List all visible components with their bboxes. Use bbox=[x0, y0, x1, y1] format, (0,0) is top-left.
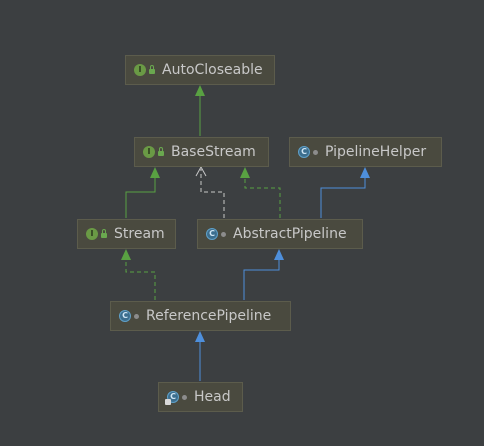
arrowhead-basestream-dependency bbox=[195, 165, 207, 177]
arrowhead-basestream-from-stream bbox=[150, 167, 160, 178]
class-icon: C bbox=[165, 391, 179, 405]
node-autocloseable[interactable]: I AutoCloseable bbox=[125, 55, 275, 85]
lock-icon bbox=[149, 65, 155, 74]
node-basestream[interactable]: I BaseStream bbox=[134, 137, 269, 167]
node-abstractpipeline[interactable]: C AbstractPipeline bbox=[197, 219, 363, 249]
edge-abstractpipeline-implements-basestream bbox=[244, 176, 281, 218]
node-label: AbstractPipeline bbox=[233, 226, 347, 242]
node-pipelinehelper[interactable]: C PipelineHelper bbox=[289, 137, 442, 167]
interface-icon: I bbox=[134, 64, 146, 76]
node-label: Head bbox=[194, 389, 231, 405]
arrowhead-abstractpipeline bbox=[274, 249, 284, 260]
node-label: BaseStream bbox=[171, 144, 256, 160]
arrowhead-referencepipeline bbox=[195, 331, 205, 342]
node-label: PipelineHelper bbox=[325, 144, 427, 160]
node-head[interactable]: C Head bbox=[158, 382, 243, 412]
arrowhead-autocloseable bbox=[195, 85, 205, 96]
lock-icon bbox=[101, 229, 107, 238]
dot-icon bbox=[313, 149, 318, 155]
edge-abstractpipeline-depends-basestream bbox=[200, 169, 225, 218]
node-stream[interactable]: I Stream bbox=[77, 219, 176, 249]
lock-icon bbox=[158, 147, 164, 156]
node-label: Stream bbox=[114, 226, 165, 242]
node-label: AutoCloseable bbox=[162, 62, 263, 78]
dot-icon bbox=[134, 313, 139, 319]
dot-icon bbox=[221, 231, 226, 237]
node-label: ReferencePipeline bbox=[146, 308, 272, 324]
abstract-class-icon: C bbox=[119, 310, 131, 322]
edge-referencepipeline-implements-stream bbox=[125, 258, 156, 300]
node-referencepipeline[interactable]: C ReferencePipeline bbox=[110, 301, 291, 331]
dot-icon bbox=[182, 394, 187, 400]
abstract-class-icon: C bbox=[298, 146, 310, 158]
abstract-class-icon: C bbox=[206, 228, 218, 240]
edge-stream-to-basestream bbox=[125, 176, 156, 218]
interface-icon: I bbox=[143, 146, 155, 158]
arrowhead-basestream-from-abstractpipeline bbox=[240, 167, 250, 178]
arrowhead-pipelinehelper bbox=[360, 167, 370, 178]
edge-referencepipeline-to-abstractpipeline bbox=[243, 258, 280, 300]
interface-icon: I bbox=[86, 228, 98, 240]
arrowhead-stream bbox=[121, 249, 131, 260]
edge-abstractpipeline-to-pipelinehelper bbox=[320, 176, 366, 218]
